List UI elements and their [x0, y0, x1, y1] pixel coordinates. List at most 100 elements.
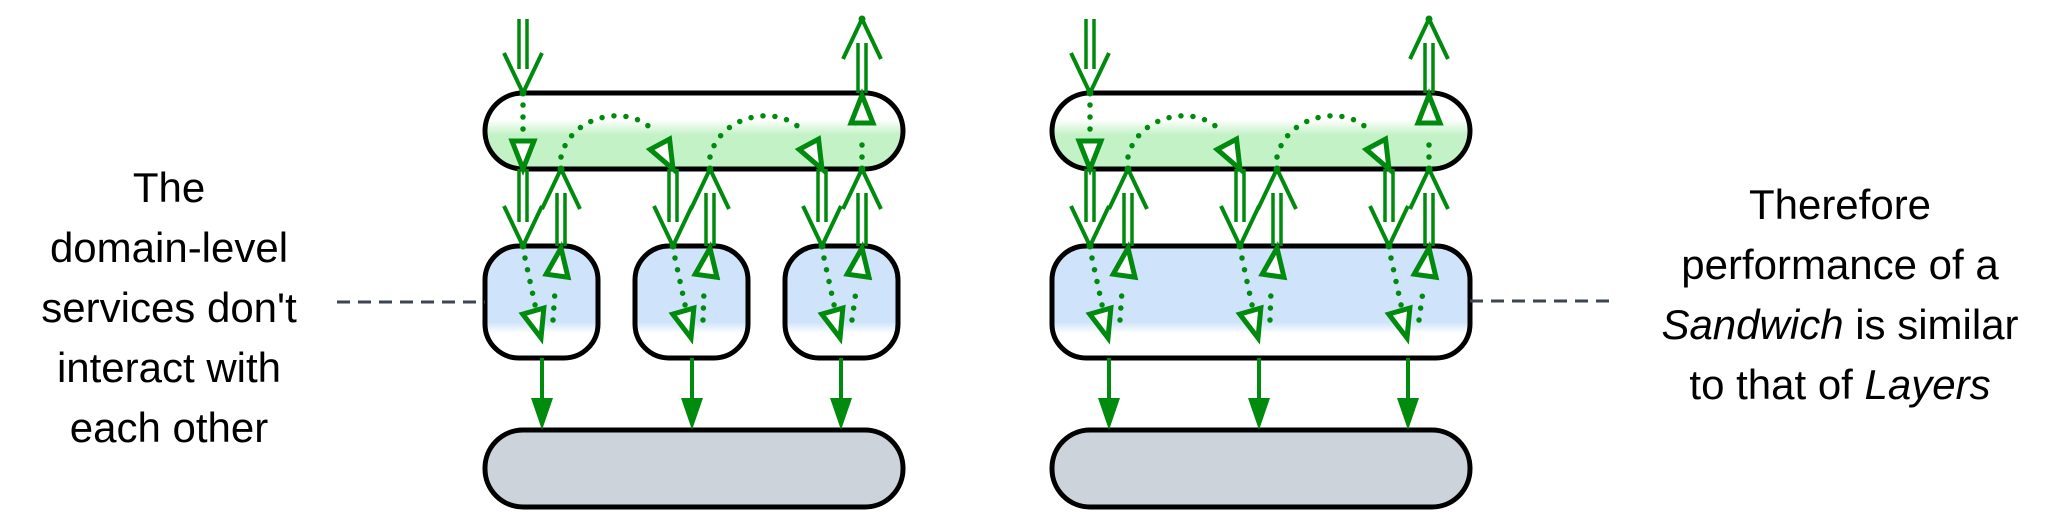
- infrastructure-call-arrow: [1397, 358, 1419, 430]
- arrow-head: [830, 398, 852, 430]
- arrow-head: [531, 398, 553, 430]
- caption-text: is similar: [1843, 301, 2019, 348]
- arrow-head: [1088, 205, 1111, 247]
- return-up-arrow: [1256, 165, 1298, 246]
- arrow-tip: [706, 165, 714, 173]
- left-caption-line: services don't: [41, 284, 297, 331]
- infrastructure-call-arrow: [1248, 358, 1270, 430]
- arrow-head: [1397, 398, 1419, 430]
- arrow-head: [1238, 205, 1261, 247]
- dotted-flow: [1416, 288, 1426, 323]
- left-caption: The domain-level services don't interact…: [10, 158, 328, 458]
- arrow-head: [1069, 205, 1092, 247]
- hollow-arrowhead: [1410, 241, 1440, 281]
- infrastructure-call-arrow: [531, 358, 553, 430]
- hollow-arrowhead: [508, 138, 538, 176]
- right-caption-line: Sandwich is similar: [1620, 295, 2060, 355]
- dotted-flow: [700, 288, 707, 323]
- arrow-tip: [1086, 242, 1094, 250]
- hollow-arrowhead: [1384, 304, 1413, 345]
- hollow-arrowhead: [1235, 304, 1264, 345]
- dotted-flow: [1239, 255, 1257, 317]
- hollow-arrowhead: [1109, 241, 1139, 281]
- arrow-head: [671, 205, 694, 247]
- arrow-head: [1427, 168, 1450, 210]
- arrow-head: [559, 168, 582, 210]
- left-caption-line: each other: [69, 404, 269, 451]
- dotted-flow-arc: [558, 113, 658, 160]
- arrow-head: [540, 168, 563, 210]
- infrastructure-layer: [482, 427, 906, 510]
- arrow-head: [652, 205, 675, 247]
- outgoing-response-arrow: [841, 15, 883, 93]
- hollow-arrowhead: [817, 304, 846, 345]
- dotted-flow: [550, 288, 558, 323]
- arrow-head: [1408, 168, 1431, 210]
- arrow-head: [1088, 52, 1111, 94]
- arrow-head: [1275, 168, 1298, 210]
- arrow-tip: [1425, 165, 1433, 173]
- dotted-flow-arc: [1125, 113, 1225, 160]
- left-caption-line: The: [132, 164, 206, 211]
- right-caption: Therefore performance of a Sandwich is s…: [1620, 175, 2060, 415]
- arrow-head: [1427, 18, 1450, 60]
- return-up-arrow: [540, 165, 582, 246]
- arrow-head: [689, 168, 712, 210]
- call-down-arrow: [1069, 169, 1111, 250]
- outgoing-response-arrow: [1408, 15, 1450, 93]
- arrow-tip: [1236, 242, 1244, 250]
- left-caption-line: domain-level: [49, 224, 289, 271]
- hollow-arrowhead: [1085, 304, 1114, 345]
- dotted-flow: [522, 255, 540, 317]
- arrow-tip: [1086, 89, 1094, 97]
- arrow-head: [502, 205, 525, 247]
- dotted-flow: [821, 255, 839, 317]
- arrow-head: [1098, 398, 1120, 430]
- arrow-tip: [669, 242, 677, 250]
- arrow-tip: [858, 15, 866, 23]
- dotted-flow: [849, 288, 859, 323]
- arrow-head: [841, 18, 864, 60]
- arrow-tip: [818, 242, 826, 250]
- return-up-arrow: [1107, 165, 1149, 246]
- hollow-arrowhead: [847, 88, 877, 126]
- hollow-arrowhead: [1212, 135, 1244, 176]
- arrow-tip: [519, 242, 527, 250]
- arrow-tip: [1273, 165, 1281, 173]
- arrow-head: [841, 168, 864, 210]
- hollow-arrowhead: [843, 241, 873, 281]
- hollow-arrowhead: [542, 241, 572, 281]
- call-down-arrow: [502, 169, 544, 250]
- hollow-arrowhead: [645, 135, 677, 176]
- arrow-head: [860, 18, 883, 60]
- incoming-request-arrow: [502, 19, 544, 97]
- hollow-arrowhead: [1075, 138, 1105, 176]
- arrow-head: [1107, 168, 1130, 210]
- arrow-head: [1126, 168, 1149, 210]
- arrow-head: [820, 205, 843, 247]
- call-down-arrow: [1219, 169, 1261, 250]
- infrastructure-call-arrow: [1098, 358, 1120, 430]
- arrow-head: [1368, 205, 1391, 247]
- arrow-head: [1387, 205, 1410, 247]
- return-up-arrow: [841, 165, 883, 246]
- arrow-head: [1219, 205, 1242, 247]
- incoming-request-arrow: [1069, 19, 1111, 97]
- dotted-flow: [1117, 288, 1125, 323]
- dotted-flow: [1388, 255, 1406, 317]
- arrow-tip: [519, 89, 527, 97]
- dotted-flow: [672, 255, 690, 317]
- call-down-arrow: [801, 169, 843, 250]
- arrow-head: [521, 52, 544, 94]
- right-caption-line: Therefore: [1748, 181, 1932, 228]
- arrow-head: [1256, 168, 1279, 210]
- hollow-arrowhead: [518, 304, 547, 345]
- arrow-head: [521, 205, 544, 247]
- dotted-flow: [1267, 288, 1274, 323]
- arrow-head: [1248, 398, 1270, 430]
- arrow-tip: [1425, 15, 1433, 23]
- caption-text: to that of: [1689, 361, 1865, 408]
- hollow-arrowhead: [668, 304, 697, 345]
- hollow-arrowhead: [1361, 135, 1393, 176]
- right-caption-line: performance of a: [1681, 241, 1999, 288]
